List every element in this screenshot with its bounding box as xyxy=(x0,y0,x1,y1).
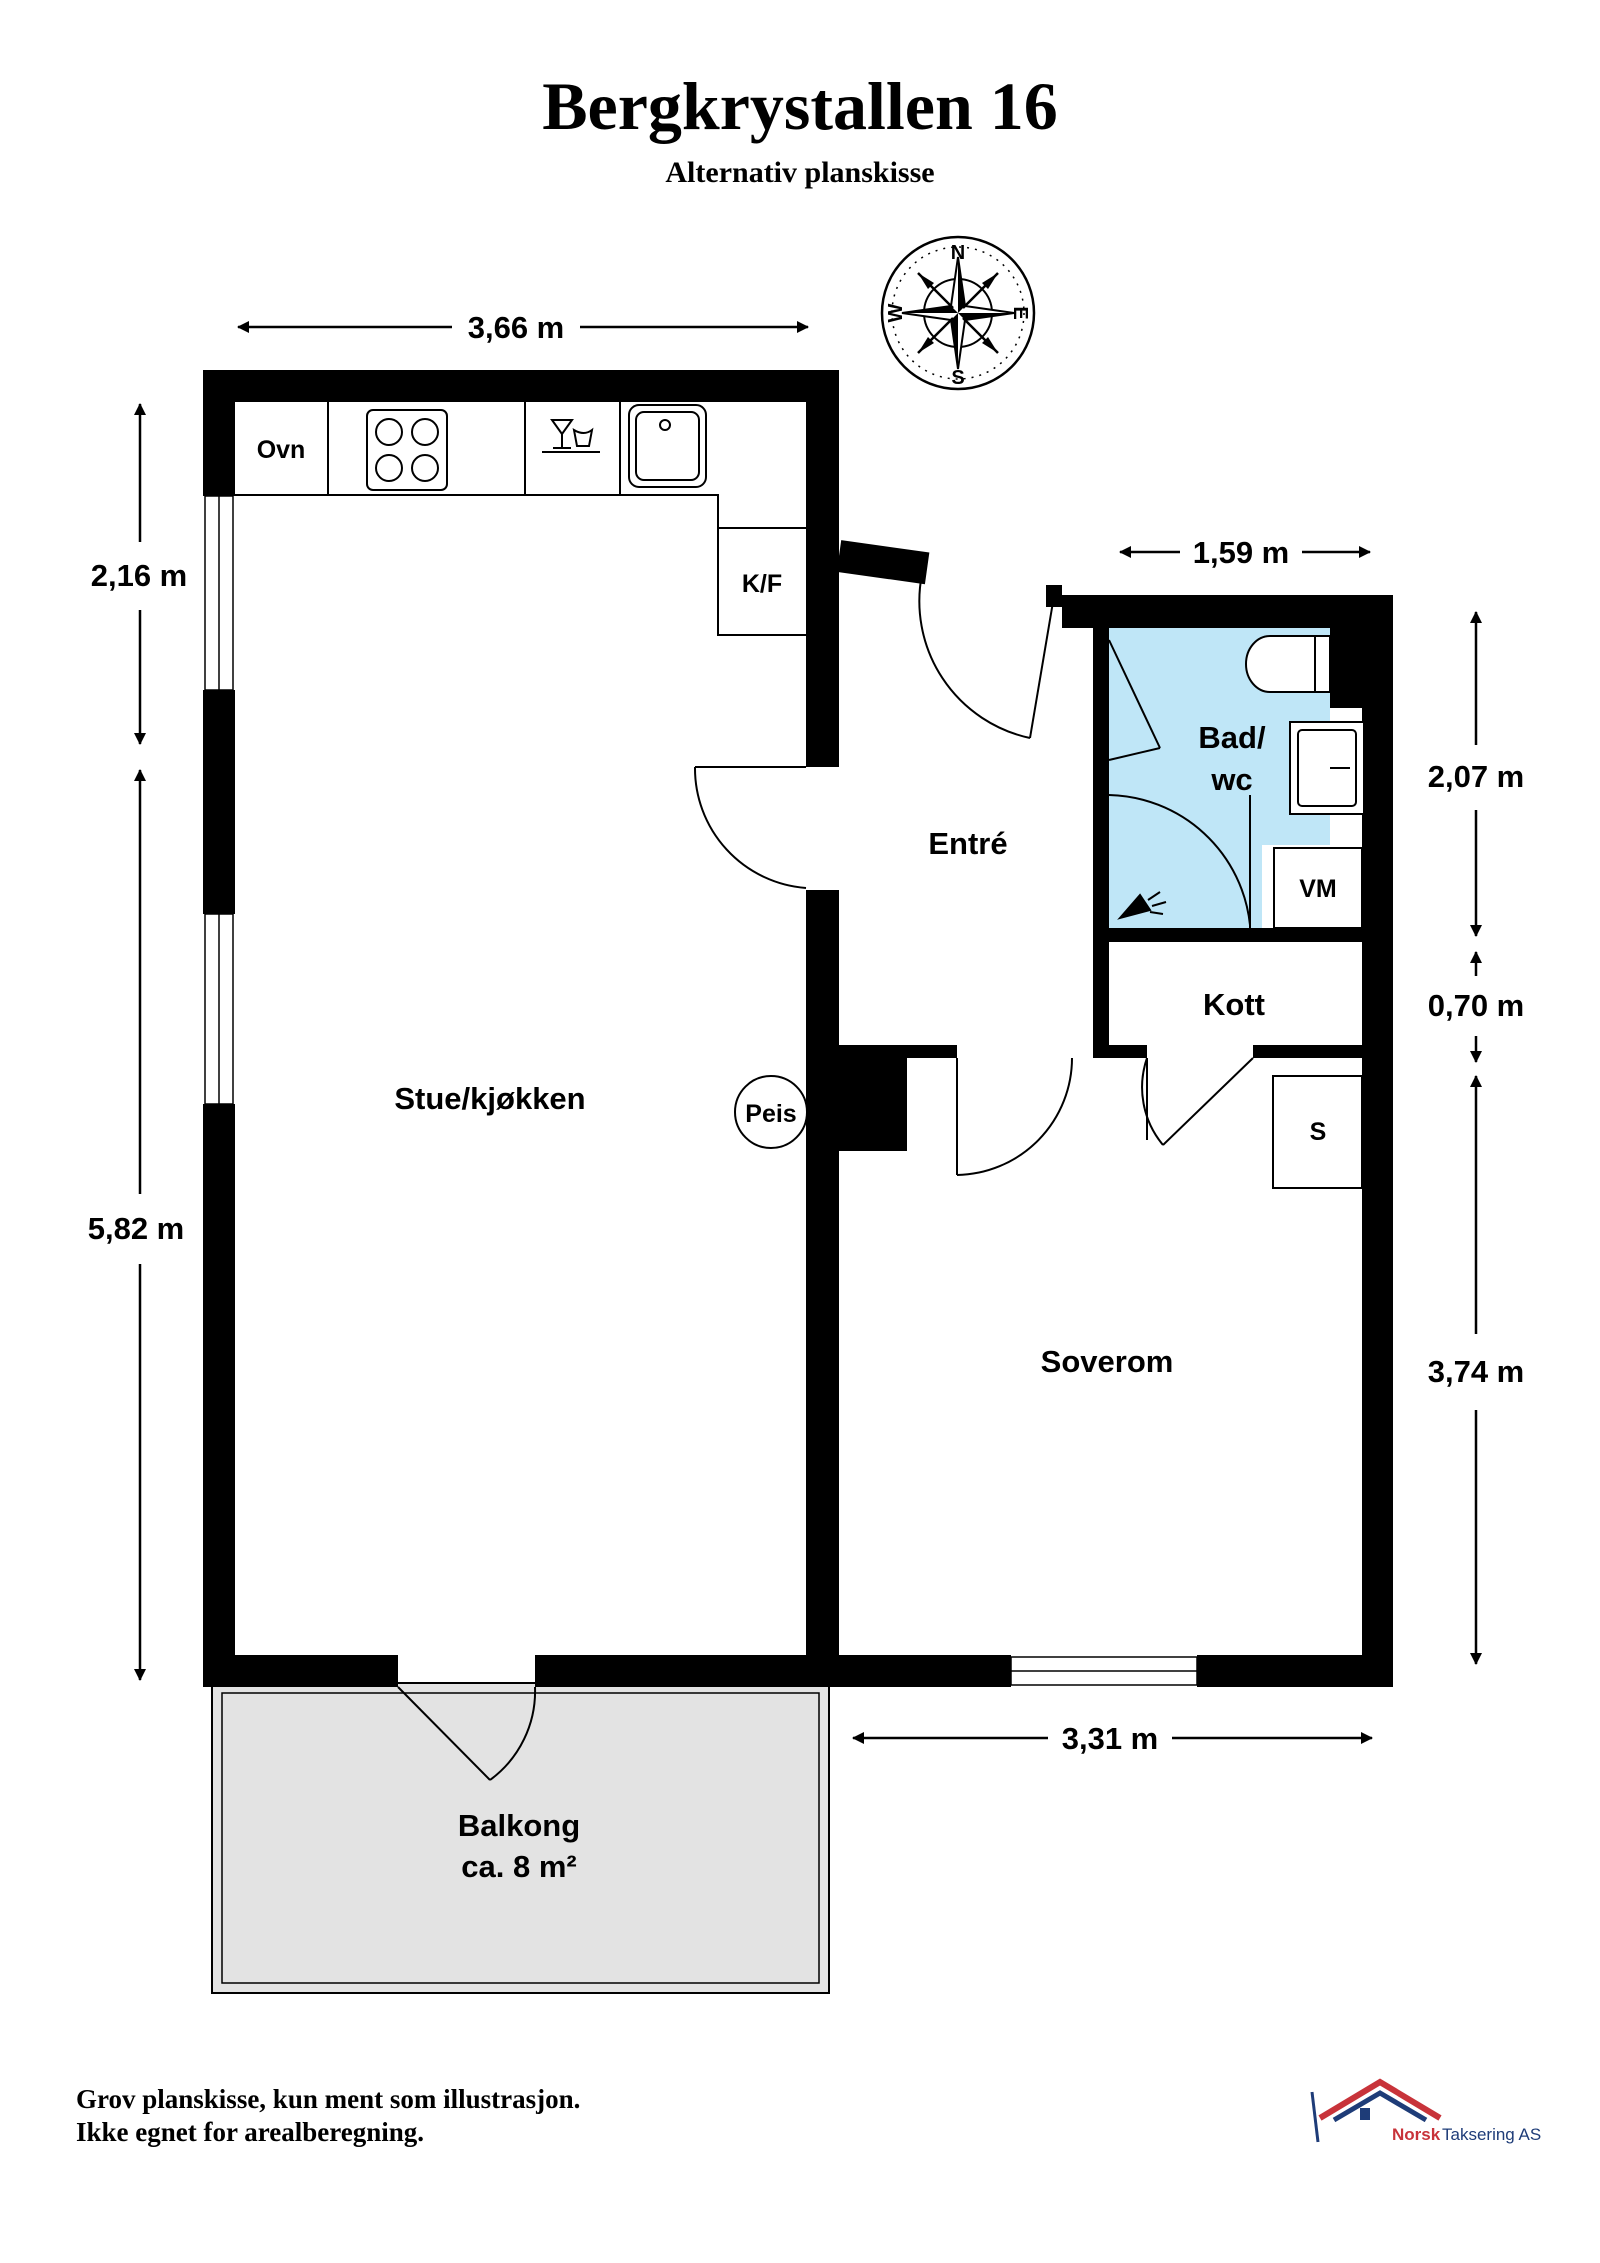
kitchen-sink-icon xyxy=(628,404,707,488)
bathroom-sink-icon xyxy=(1289,721,1365,815)
bathroom-area xyxy=(1108,628,1330,928)
compass-north-label: N xyxy=(951,242,965,264)
washing-machine-label: VM xyxy=(1299,875,1337,903)
room-label-bedroom: Soverom xyxy=(1041,1344,1174,1379)
disclaimer-line-2: Ikke egnet for arealberegning. xyxy=(76,2117,424,2147)
balcony-area xyxy=(211,1682,830,1994)
disclaimer-line-1: Grov planskisse, kun ment som illustrasj… xyxy=(76,2084,581,2114)
disclaimer-text: Grov planskisse, kun ment som illustrasj… xyxy=(76,2083,580,2149)
dimension-left-upper: 2,16 m xyxy=(91,558,188,593)
page-title: Bergkrystallen 16 xyxy=(542,68,1058,144)
dimension-right-closet: 0,70 m xyxy=(1428,988,1525,1023)
dimension-left-lower: 5,82 m xyxy=(88,1211,185,1246)
page-subtitle: Alternativ planskisse xyxy=(665,156,935,189)
room-label-bathroom-line1: Bad/ xyxy=(1198,720,1266,755)
dishwasher-icon xyxy=(542,419,600,453)
washing-machine-box xyxy=(1273,847,1363,929)
fridge-freezer-label: K/F xyxy=(742,570,782,598)
logo-text-taksering: Taksering AS xyxy=(1442,2125,1541,2144)
wardrobe-label: S xyxy=(1310,1118,1327,1146)
fireplace-label: Peis xyxy=(745,1100,796,1128)
compass-west-label: W xyxy=(885,303,907,322)
cooktop-icon xyxy=(366,409,448,491)
dimension-bottom-width: 3,31 m xyxy=(1062,1721,1159,1756)
dimension-right-bedroom: 3,74 m xyxy=(1428,1354,1525,1389)
room-label-entrance: Entré xyxy=(928,826,1007,861)
kitchen-counter xyxy=(235,402,806,636)
norsk-taksering-logo-icon: Norsk Taksering AS xyxy=(1310,2078,1541,2144)
room-label-bathroom-line2: wc xyxy=(1210,762,1252,797)
room-label-balcony-line2: ca. 8 m² xyxy=(461,1849,576,1884)
shower-head-icon xyxy=(1117,891,1167,920)
compass-east-label: E xyxy=(1009,306,1031,319)
doors xyxy=(397,573,1254,1781)
wardrobe-box xyxy=(1272,1075,1363,1189)
compass-rose-icon: N S E W xyxy=(880,235,1036,391)
room-label-closet: Kott xyxy=(1203,987,1265,1022)
logo-text-norsk: Norsk xyxy=(1392,2125,1441,2144)
room-label-living: Stue/kjøkken xyxy=(394,1081,585,1116)
compass-south-label: S xyxy=(951,367,964,389)
windows xyxy=(204,495,1198,1686)
dimension-lines xyxy=(134,321,1482,1744)
dimension-bath-width: 1,59 m xyxy=(1193,535,1290,570)
oven-label: Ovn xyxy=(257,436,306,464)
dimension-right-bath: 2,07 m xyxy=(1428,759,1525,794)
room-label-balcony-line1: Balkong xyxy=(458,1808,580,1843)
toilet-icon xyxy=(1245,635,1331,693)
walls xyxy=(203,370,1393,1687)
fireplace-icon xyxy=(734,1075,808,1149)
dimension-top-width: 3,66 m xyxy=(468,310,565,345)
